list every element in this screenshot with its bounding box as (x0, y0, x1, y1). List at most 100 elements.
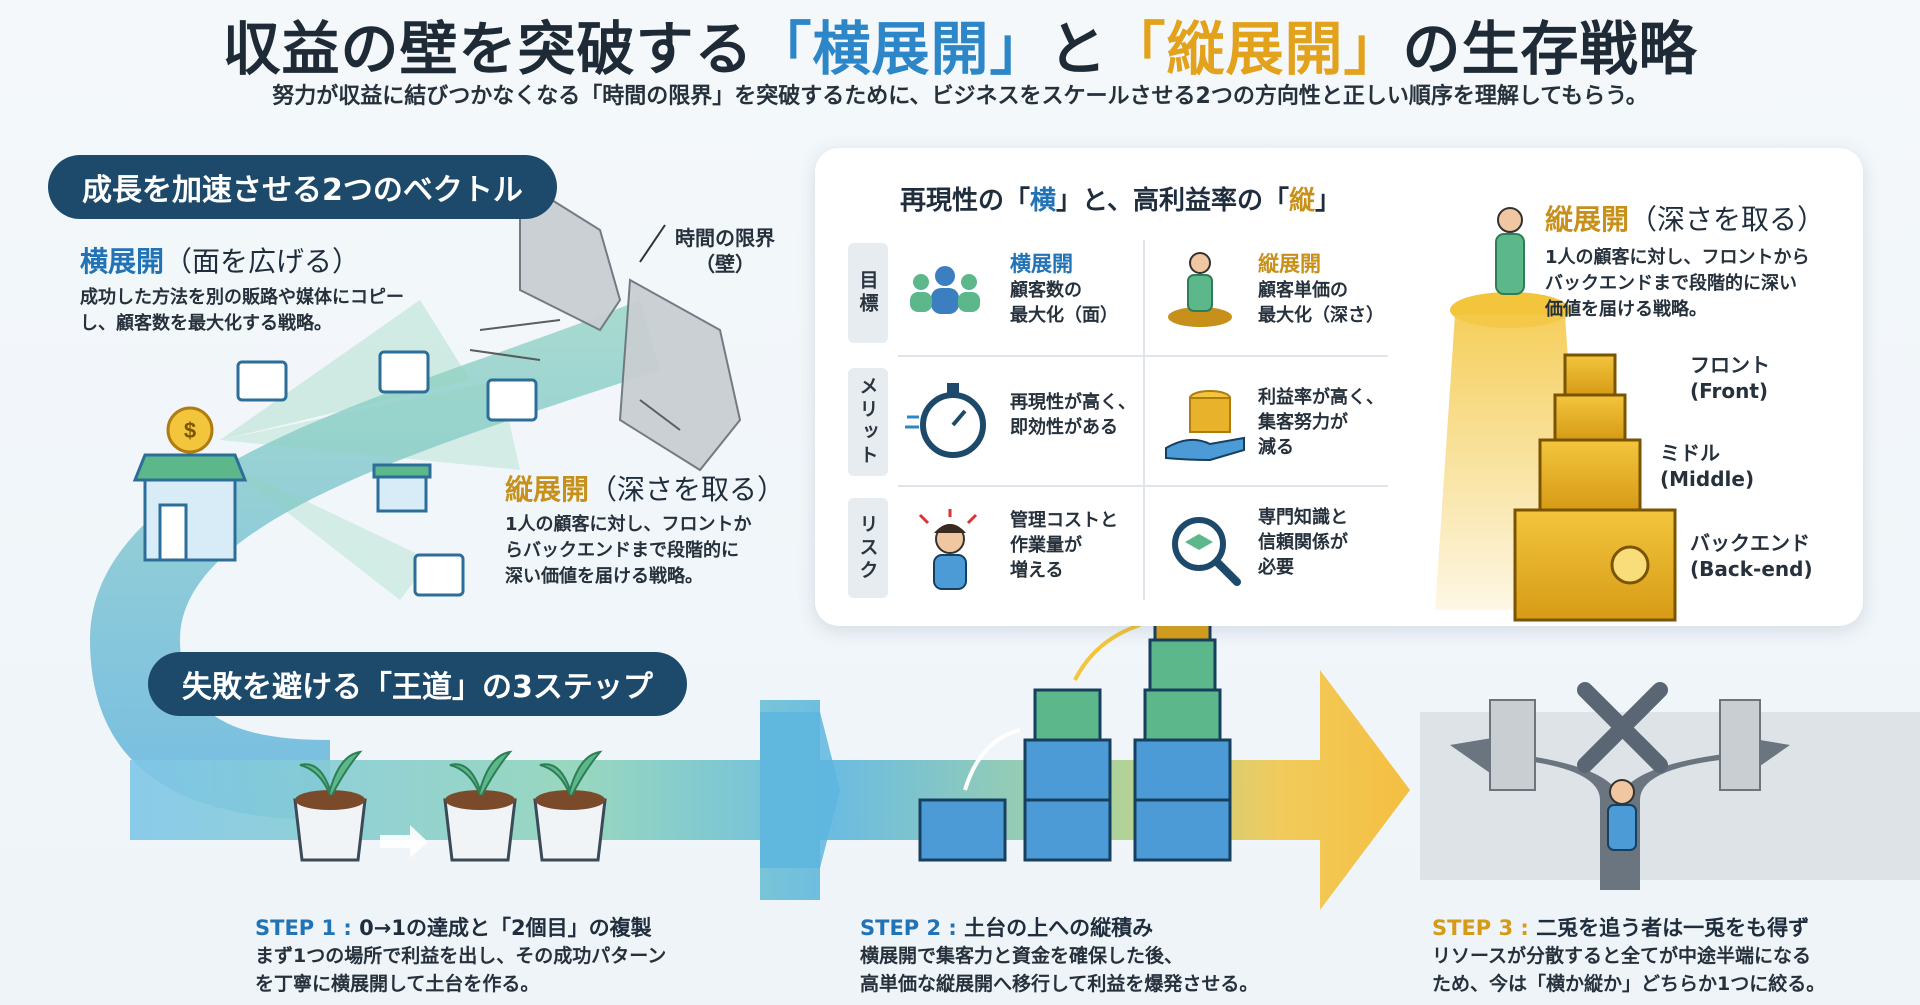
page-subtitle: 努力が収益に結びつかなくなる「時間の限界」を突破するために、ビジネスをスケールさ… (272, 84, 1648, 109)
step-1-heading: STEP 1 : 0→1の達成と「2個目」の複製 (255, 912, 666, 942)
page-title: 収益の壁を突破する「横展開」と「縦展開」の生存戦略 (0, 2, 1920, 86)
step-2-line: 横展開で集客力と資金を確保した後、 (860, 945, 1184, 967)
vertical-desc-line: らバックエンドまで段階的に (505, 540, 739, 561)
steps-arrow-seg1 (760, 712, 840, 868)
vertical-heading: 縦展開（深さを取る） (505, 468, 785, 508)
small-shop-icon (372, 463, 432, 513)
title-keyword-vertical: 「縦展開」 (1107, 15, 1403, 83)
vertical-description: 1人の顧客に対し、フロントか らバックエンドまで段階的に 深い価値を届ける戦略。 (505, 512, 752, 590)
panel-title-part: 再現性の「 (900, 186, 1031, 216)
goal-horizontal-head: 横展開 (1010, 252, 1073, 276)
risk-vertical-line: 必要 (1258, 557, 1294, 578)
merit-vertical-line: 減る (1258, 437, 1294, 458)
vertical-detail-description: 1人の顧客に対し、フロントから バックエンドまで段階的に深い 価値を届ける戦略。 (1545, 245, 1810, 323)
goal-vertical-line: 最大化（深さ） (1258, 305, 1384, 326)
vertical-title: 縦展開 (505, 473, 590, 506)
group-people-icon (910, 266, 980, 314)
goal-vertical-head: 縦展開 (1258, 252, 1321, 276)
risk-horizontal-line: 管理コストと (1010, 510, 1118, 531)
wall-label-line: （壁） (695, 252, 755, 276)
stressed-person-icon (918, 509, 978, 590)
front-label: フロント (Front) (1690, 352, 1770, 404)
goal-horizontal-line: 顧客数の (1010, 280, 1082, 301)
vertical-desc-line: 1人の顧客に対し、フロントか (505, 514, 752, 535)
goal-horizontal-line: 最大化（面） (1010, 305, 1118, 326)
panel-title-part: 」 (1315, 186, 1342, 216)
middle-label-line: (Middle) (1660, 467, 1755, 491)
panel-title: 再現性の「横」と、高利益率の「縦」 (900, 180, 1341, 217)
coin-hand-icon (1165, 390, 1245, 462)
step-2-label: STEP 2 : (860, 916, 965, 940)
magnifier-cap-icon (1172, 517, 1241, 586)
panel-row-divider (898, 485, 1388, 487)
vertical-detail-title: 縦展開 (1545, 203, 1630, 236)
section-pill-steps: 失敗を避ける「王道」の3ステップ (148, 652, 687, 716)
step-3-line: ため、今は「横か縦か」どちらか1つに絞る。 (1432, 973, 1826, 995)
section-pill-vectors: 成長を加速させる2つのベクトル (48, 155, 557, 219)
horizontal-desc-line: 成功した方法を別の販路や媒体にコピー (80, 287, 404, 308)
vertical-title-sub: （深さを取る） (589, 473, 786, 506)
step-3-line: リソースが分散すると全てが中途半端になる (1432, 945, 1812, 967)
front-label-line: (Front) (1690, 379, 1769, 403)
horizontal-description: 成功した方法を別の販路や媒体にコピー し、顧客数を最大化する戦略。 (80, 285, 404, 337)
vertical-detail-title-sub: （深さを取る） (1629, 203, 1826, 236)
title-part: と (1048, 15, 1108, 83)
merit-vertical-cell: 利益率が高く、 集客努力が 減る (1258, 385, 1384, 460)
single-person-pit-icon (1168, 252, 1232, 327)
row-tab-goal: 目標 (848, 243, 888, 343)
stopwatch-icon (905, 383, 986, 458)
risk-vertical-line: 信頼関係が (1258, 532, 1348, 553)
panel-row-divider (898, 355, 1388, 357)
x-mark (1577, 682, 1668, 773)
risk-vertical-line: 専門知識と (1258, 507, 1348, 528)
horizontal-title-sub: （面を広げる） (164, 245, 361, 278)
panel-title-keyword-vertical: 縦 (1289, 186, 1316, 216)
stacked-blocks (918, 537, 1232, 862)
vertical-detail-line: 価値を届ける戦略。 (1545, 299, 1707, 320)
step-3-block: STEP 3 : 二兎を追う者は一兎をも得ず リソースが分散すると全てが中途半端… (1432, 912, 1825, 998)
step-3-title: 二兎を追う者は一兎をも得ず (1536, 916, 1810, 940)
time-wall (469, 178, 742, 472)
horizontal-desc-line: し、顧客数を最大化する戦略。 (80, 313, 332, 334)
title-keyword-horizontal: 「横展開」 (753, 15, 1049, 83)
middle-label-line: ミドル (1660, 441, 1720, 465)
backend-label-line: バックエンド (1690, 531, 1810, 555)
row-tab-merit: メリット (848, 368, 888, 476)
step-2-line: 高単価な縦展開へ移行して利益を爆発させる。 (860, 973, 1259, 995)
backend-label: バックエンド (Back-end) (1690, 530, 1813, 582)
panel-title-keyword-horizontal: 横 (1030, 186, 1057, 216)
vertical-desc-line: 深い価値を届ける戦略。 (505, 566, 703, 587)
comparison-panel (815, 148, 1863, 626)
merit-horizontal-cell: 再現性が高く、 即効性がある (1010, 390, 1136, 440)
risk-horizontal-line: 作業量が (1010, 535, 1082, 556)
step-1-line: を丁寧に横展開して土台を作る。 (255, 973, 540, 995)
backend-label-line: (Back-end) (1690, 557, 1813, 581)
row-tab-risk: リスク (848, 498, 888, 598)
step-2-block: STEP 2 : 土台の上への縦積み 横展開で集客力と資金を確保した後、 高単価… (860, 912, 1258, 998)
store-icon: $ (132, 406, 248, 562)
title-part: 収益の壁を突破する (222, 15, 754, 83)
step-1-block: STEP 1 : 0→1の達成と「2個目」の複製 まず1つの場所で利益を出し、そ… (255, 912, 666, 998)
middle-label: ミドル (Middle) (1660, 440, 1754, 492)
risk-horizontal-line: 増える (1010, 560, 1064, 581)
layered-boxes-icon (1513, 353, 1677, 622)
step-1-line: まず1つの場所で利益を出し、その成功パターン (255, 945, 667, 967)
panel-title-part: 」と、高利益率の「 (1056, 186, 1289, 216)
step-3-heading: STEP 3 : 二兎を追う者は一兎をも得ず (1432, 912, 1825, 942)
goal-horizontal-cell: 横展開 顧客数の 最大化（面） (1010, 248, 1118, 328)
vertical-detail-heading: 縦展開（深さを取る） (1545, 198, 1825, 238)
web-window-icons (236, 350, 538, 597)
step-1-title: 0→1の達成と「2個目」の複製 (359, 916, 652, 940)
wall-label: 時間の限界 （壁） (675, 225, 775, 277)
risk-horizontal-cell: 管理コストと 作業量が 増える (1010, 508, 1118, 583)
wall-label-line: 時間の限界 (675, 226, 775, 250)
horizontal-heading: 横展開（面を広げる） (80, 240, 360, 280)
merit-vertical-line: 利益率が高く、 (1258, 387, 1384, 408)
step3-ground (1420, 712, 1920, 880)
confused-person (1607, 779, 1637, 851)
vertical-detail-line: 1人の顧客に対し、フロントから (1545, 247, 1810, 268)
step-2-title: 土台の上への縦積み (964, 916, 1154, 940)
svg-text:$: $ (184, 418, 196, 443)
step-3-label: STEP 3 : (1432, 916, 1537, 940)
